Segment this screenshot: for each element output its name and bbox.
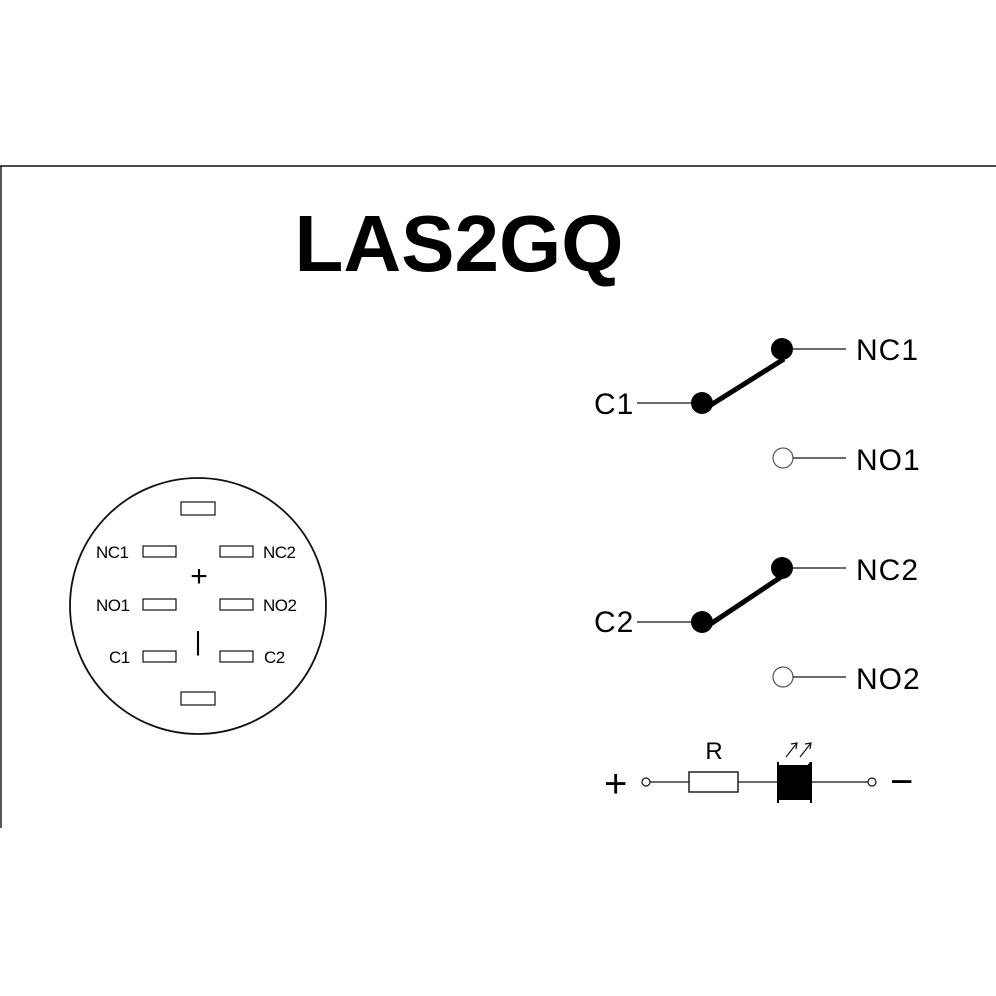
switch2-nc-label: NC2 <box>856 554 919 587</box>
led-positive-label: + <box>604 762 627 806</box>
switch1-common-label: C1 <box>594 388 634 421</box>
pin-nc1 <box>142 545 177 558</box>
pin-bottom <box>180 691 216 706</box>
switch2-contact-arm <box>704 572 786 630</box>
led-diode-icon <box>777 742 812 803</box>
led-positive-terminal <box>641 777 651 787</box>
model-title: LAS2GQ <box>295 199 624 288</box>
pin-label-c2: C2 <box>264 648 285 667</box>
switch1-nc-terminal <box>771 338 793 360</box>
led-negative-terminal <box>867 777 877 787</box>
connector-plus-sign: + <box>190 560 208 593</box>
switch2-nc-terminal <box>771 557 793 579</box>
connector-minus-sign: | <box>195 626 202 656</box>
switch1-no-terminal <box>772 447 794 469</box>
pin-label-no1: NO1 <box>96 596 130 615</box>
pin-no2 <box>219 598 254 611</box>
pin-label-c1: C1 <box>109 648 130 667</box>
resistor <box>688 771 739 793</box>
pin-c1 <box>142 650 177 663</box>
pin-label-nc2: NC2 <box>263 543 296 562</box>
resistor-label: R <box>705 738 722 765</box>
pin-label-no2: NO2 <box>263 596 297 615</box>
switch1-nc-label: NC1 <box>856 334 919 367</box>
pin-label-nc1: NC1 <box>96 543 129 562</box>
switch-1-schematic: C1 NC1 NO1 <box>594 334 921 477</box>
switch2-common-label: C2 <box>594 606 634 639</box>
switch-2-schematic: C2 NC2 NO2 <box>594 554 921 696</box>
led-negative-label: − <box>890 760 913 804</box>
pin-c2 <box>219 650 254 663</box>
connector-pinout: NC1 NO1 C1 NC2 NO2 C2 + | <box>69 477 327 735</box>
switch1-contact-arm <box>704 356 786 411</box>
switch2-no-label: NO2 <box>856 663 921 696</box>
led-circuit: + R − <box>604 738 913 806</box>
pin-no1 <box>142 598 177 611</box>
switch2-no-terminal <box>772 666 794 688</box>
connector-outline <box>69 477 327 735</box>
pin-nc2 <box>219 545 254 558</box>
pin-top <box>180 501 216 516</box>
switch1-no-label: NO1 <box>856 444 921 477</box>
